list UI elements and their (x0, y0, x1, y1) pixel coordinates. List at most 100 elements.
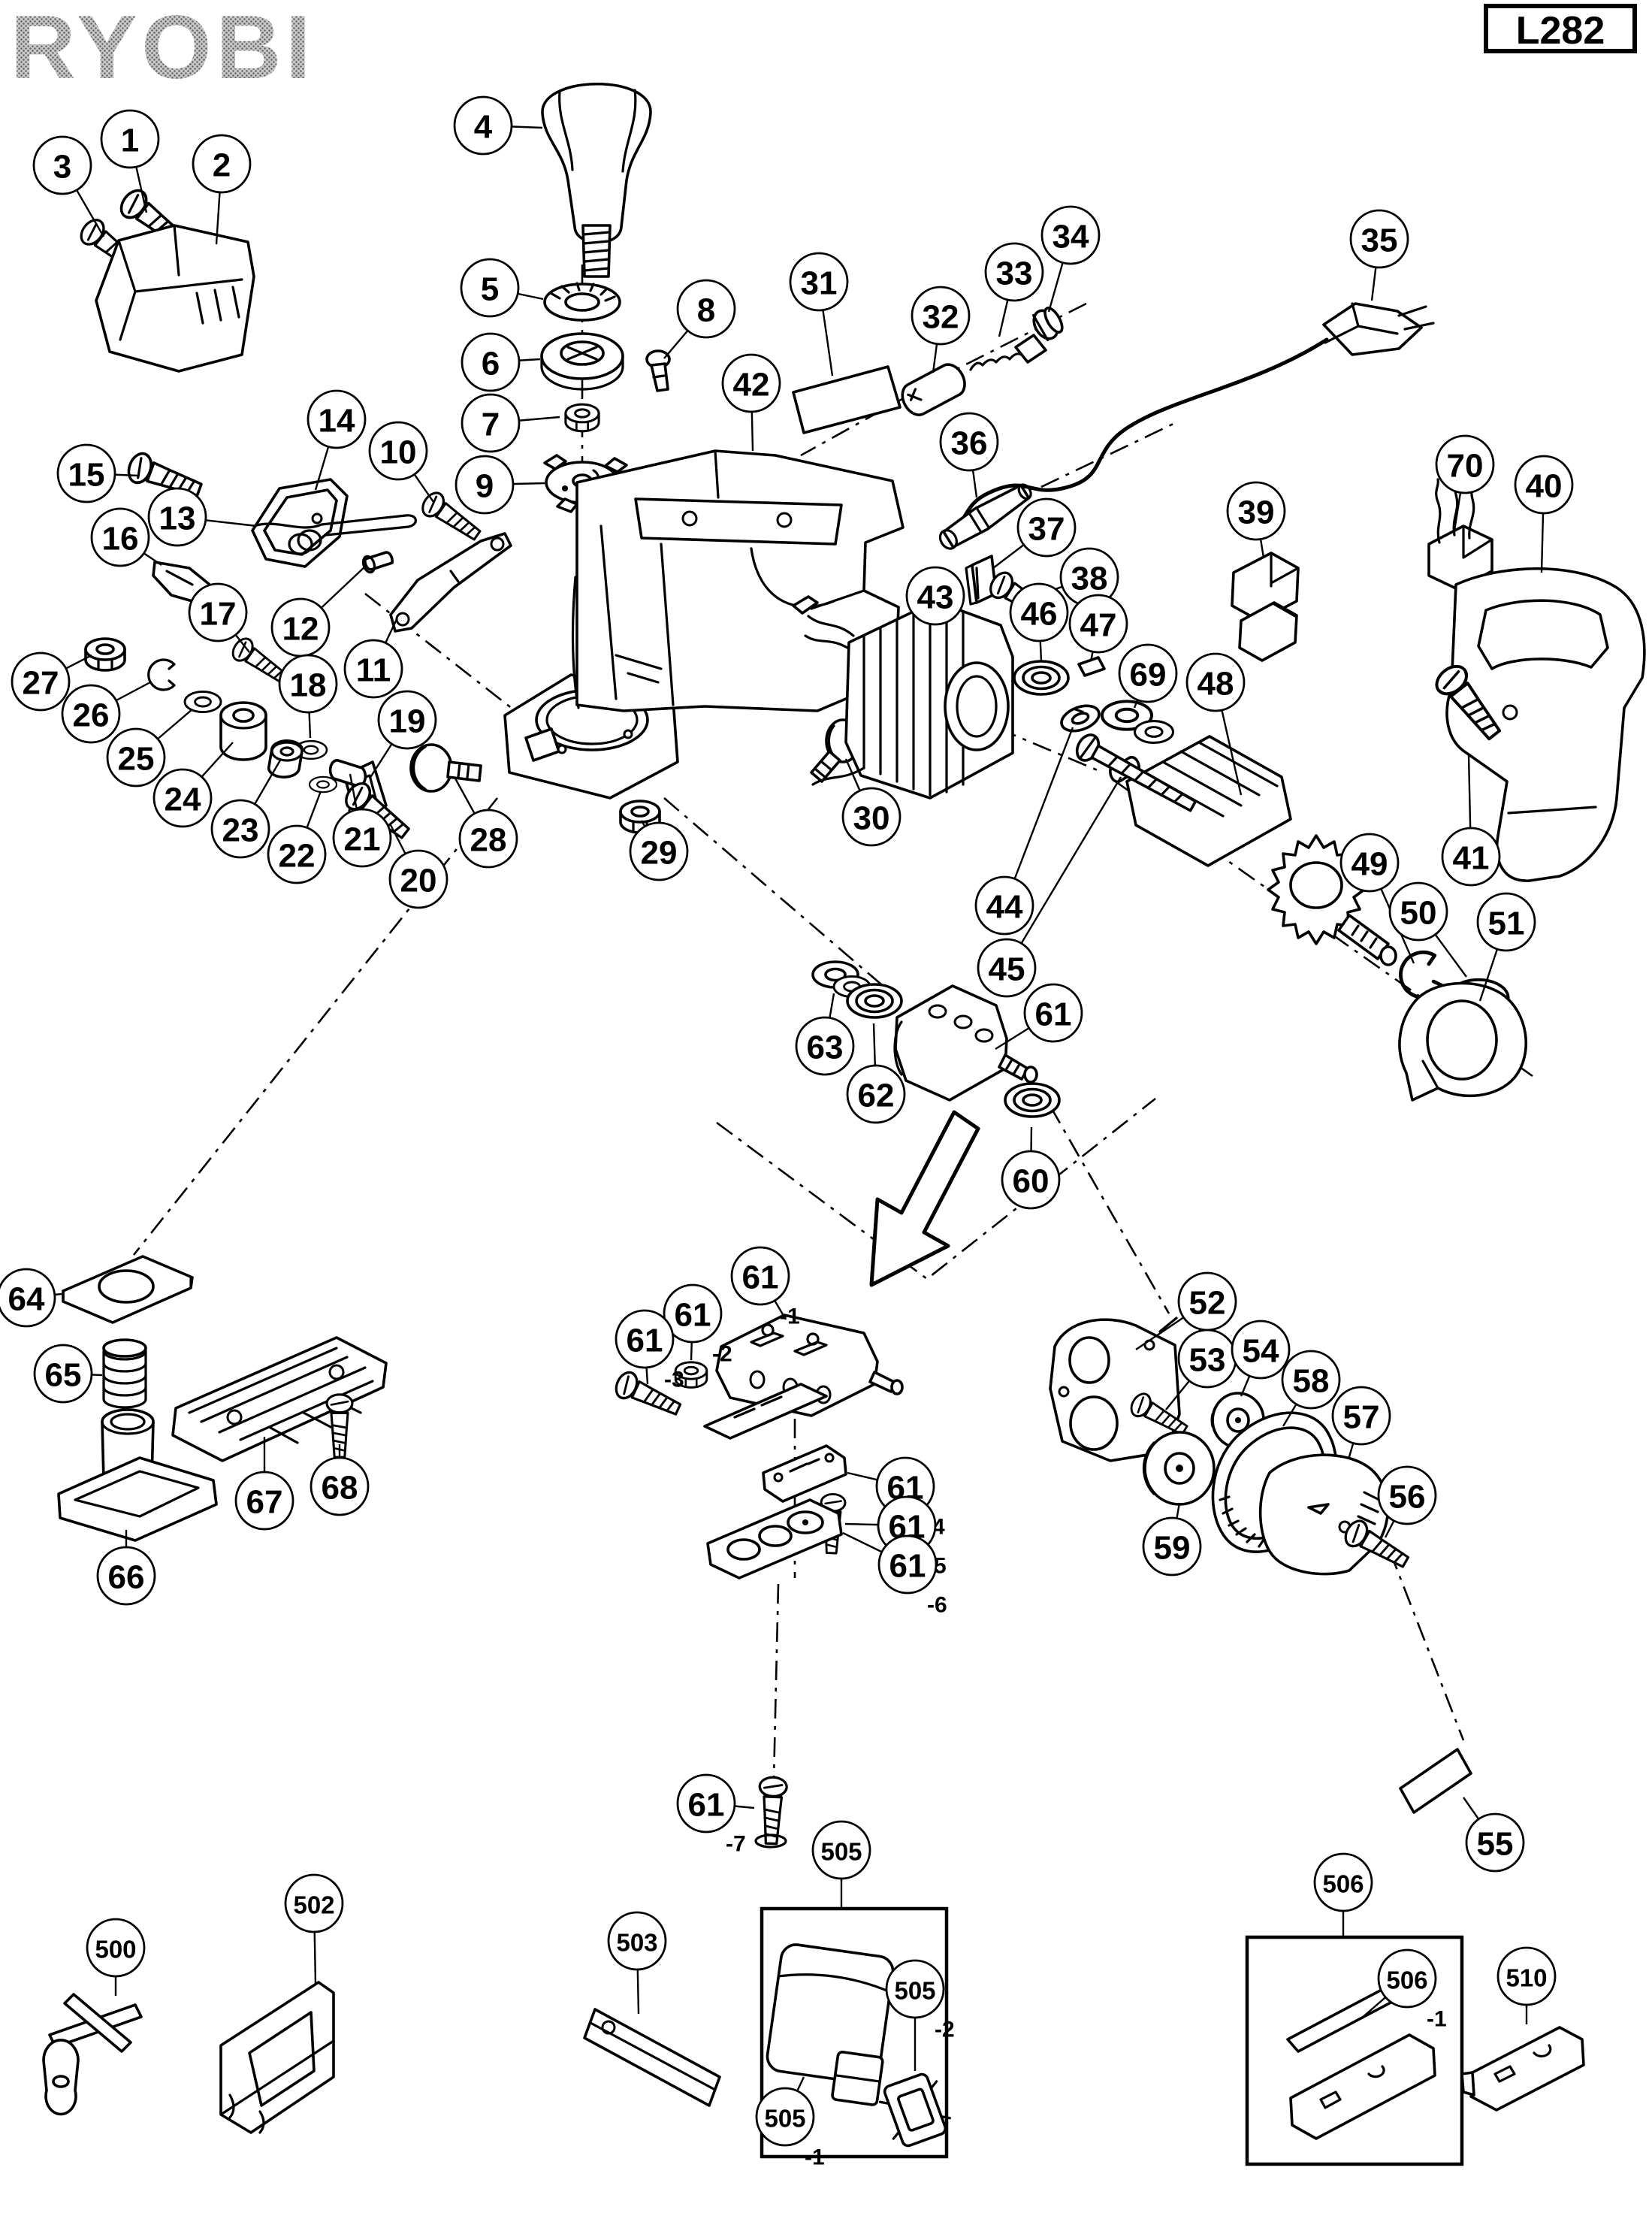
callout-55: 55 (1463, 1797, 1525, 1873)
callout-balloon (663, 1283, 723, 1344)
callout-506: 506 (1313, 1852, 1373, 1936)
callout-44: 44 (974, 727, 1074, 936)
callout-balloon (1016, 497, 1077, 558)
part-28-adjust-knob (409, 743, 482, 793)
callout-suffix: -1 (780, 1304, 800, 1329)
callout-balloon (676, 1773, 736, 1834)
callout-number: 505 (764, 2105, 805, 2133)
callout-number: 35 (1361, 222, 1398, 259)
callout-balloon (1377, 1948, 1437, 2009)
callout-number: 5 (481, 271, 499, 308)
callout-27: 27 (11, 651, 92, 712)
callout-12: 12 (270, 564, 367, 658)
callout-11: 11 (343, 618, 403, 699)
callout-number: 61 (627, 1323, 663, 1359)
part-61-1-cutter-block (715, 1314, 904, 1417)
callout-number: 16 (102, 521, 139, 558)
callout-56: 56 (1377, 1465, 1437, 1538)
callout-number: 49 (1351, 846, 1388, 883)
callout-balloon (147, 487, 207, 547)
callout-number: 4 (474, 109, 493, 146)
callout-32: 32 (911, 286, 971, 373)
callout-25: 25 (106, 709, 193, 788)
callout-number: 23 (222, 812, 259, 849)
callout-balloon (343, 639, 403, 699)
part-8-pin (645, 349, 671, 392)
part-4-knob (541, 82, 652, 278)
part-59-large-pulley (1142, 1431, 1216, 1506)
callout-suffix: -2 (935, 2018, 955, 2042)
part-51-bearing-retainer (1398, 981, 1528, 1102)
callout-balloon (453, 95, 513, 156)
part-64-plate (62, 1255, 194, 1324)
callout-balloon (455, 455, 515, 515)
callout-61-3: 61-3 (615, 1309, 684, 1392)
callout-balloon (192, 134, 252, 194)
callout-number: 14 (319, 403, 355, 440)
callout-20: 20 (388, 824, 448, 909)
callout-number: 43 (917, 579, 954, 616)
callout-number: 503 (616, 1929, 657, 1957)
callout-balloon (56, 443, 116, 503)
callout-22: 22 (267, 791, 327, 884)
callout-balloon (721, 353, 781, 413)
part-61-cutter-drum (893, 984, 1038, 1102)
part-40-rear-handle (1445, 567, 1646, 882)
callout-number: 26 (73, 697, 110, 734)
part-67-sole-plate (171, 1336, 388, 1462)
callout-number: 22 (279, 838, 316, 875)
part-45-long-screw (1075, 733, 1197, 812)
callout-54: 54 (1231, 1320, 1291, 1397)
part-46-bearing (1013, 660, 1070, 696)
callout-balloon (458, 809, 518, 869)
callout-balloon (885, 1959, 945, 2019)
callout-number: 67 (246, 1484, 283, 1521)
part-500-wrench (42, 1993, 143, 2116)
callout-62: 62 (846, 1023, 906, 1124)
callout-69: 69 (1118, 643, 1178, 709)
callout-34: 34 (1040, 205, 1101, 313)
callout-61-6: 61-6 (842, 1531, 947, 1618)
callout-balloon (461, 393, 521, 453)
callout-29: 29 (629, 820, 689, 881)
part-35-cord (958, 337, 1329, 525)
callout-number: 60 (1013, 1163, 1049, 1200)
callout-number: 45 (989, 951, 1025, 988)
callout-17: 17 (188, 582, 250, 653)
header: RYOBI L282 (11, 0, 1637, 98)
callout-balloon (1331, 1386, 1391, 1446)
callout-36: 36 (939, 412, 999, 498)
callout-68: 68 (310, 1444, 370, 1516)
callout-balloon (1349, 209, 1409, 269)
callout-number: 63 (807, 1029, 844, 1066)
callout-balloon (615, 1309, 675, 1369)
part-6-adjust-disc (540, 332, 624, 391)
callout-503: 503 (607, 1911, 667, 2015)
callout-63: 63 (795, 993, 855, 1076)
callout-balloon (234, 1471, 294, 1531)
callout-16: 16 (90, 507, 162, 567)
callout-61-2: 61-2 (663, 1283, 732, 1367)
part-25-washer (183, 690, 222, 714)
callout-number: 59 (1154, 1530, 1191, 1567)
callout-suffix: -1 (1427, 2007, 1447, 2032)
callout-number: 25 (118, 741, 155, 778)
part-39-switch (1231, 552, 1300, 662)
callout-balloon (377, 690, 437, 750)
callout-31: 31 (789, 252, 849, 376)
callout-505-1: 505-1 (755, 2076, 825, 2170)
callout-balloon (86, 1918, 146, 1978)
callout-number: 47 (1080, 607, 1117, 644)
part-502-guide-fence (219, 1981, 335, 2134)
callout-balloon (368, 421, 428, 481)
callout-suffix: -3 (664, 1368, 684, 1392)
model-number: L282 (1516, 9, 1605, 53)
callout-14: 14 (307, 389, 367, 491)
callout-number: 8 (697, 292, 715, 329)
callout-number: 64 (8, 1281, 45, 1318)
callout-balloon (90, 507, 150, 567)
callout-number: 65 (45, 1357, 82, 1394)
callout-number: 61 (675, 1297, 711, 1334)
callout-3: 3 (32, 135, 105, 237)
callout-21: 21 (332, 773, 392, 868)
